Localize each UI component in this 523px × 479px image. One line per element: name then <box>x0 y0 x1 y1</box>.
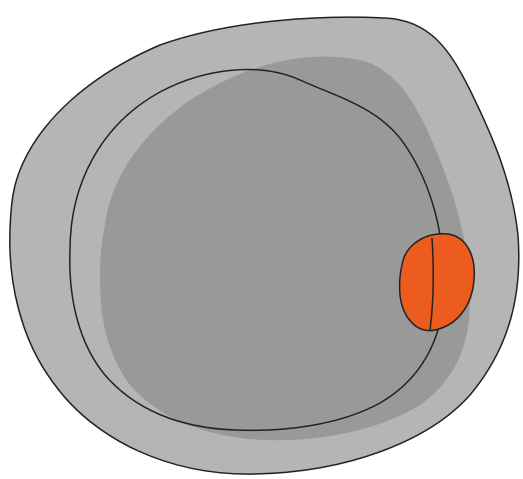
diagram-canvas <box>0 0 523 479</box>
diagram-svg <box>0 0 523 479</box>
